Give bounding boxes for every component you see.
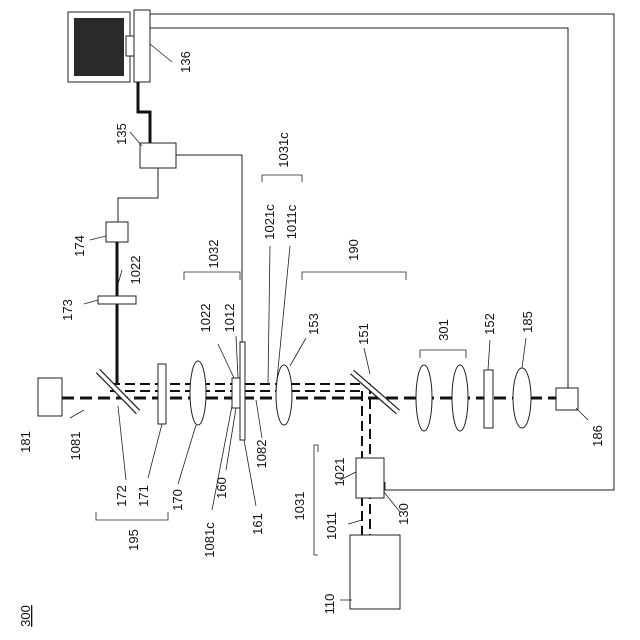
leader-185	[522, 338, 526, 368]
bracket-1032	[184, 272, 240, 280]
label-301: 301	[436, 319, 451, 341]
leader-1082	[256, 400, 262, 438]
label-136: 136	[178, 51, 193, 73]
lens-301-b	[452, 365, 468, 431]
leader-160	[226, 408, 236, 470]
leader-1022a	[118, 270, 122, 284]
lens-301-a	[416, 365, 432, 431]
lens-170	[190, 361, 206, 425]
leader-171	[148, 424, 162, 478]
label-130: 130	[396, 503, 411, 525]
shutter-130	[356, 458, 384, 498]
lens-153	[276, 365, 292, 425]
filter-152	[484, 370, 493, 428]
lens-185	[513, 368, 531, 428]
label-174: 174	[72, 235, 87, 257]
label-135: 135	[114, 123, 129, 145]
label-1031: 1031	[292, 492, 307, 521]
controller-135	[140, 143, 176, 168]
label-1022: 1022	[198, 304, 213, 333]
leader-135	[130, 132, 142, 146]
light-source-110	[350, 535, 400, 609]
leader-186	[576, 408, 588, 420]
label-181: 181	[18, 431, 33, 453]
label-190: 190	[346, 239, 361, 261]
leader-136	[150, 44, 172, 62]
sample-160	[232, 378, 240, 408]
label-1011c: 1011c	[284, 204, 299, 239]
label-110: 110	[322, 594, 337, 615]
label-170: 170	[170, 489, 185, 511]
bracket-190	[302, 272, 406, 280]
label-1032: 1032	[206, 240, 221, 269]
label-1081: 1081	[68, 432, 83, 461]
bracket-195	[96, 512, 168, 520]
leader-1081	[70, 410, 84, 418]
label-161: 161	[250, 513, 265, 535]
label-153: 153	[306, 313, 321, 335]
leader-1021c	[268, 246, 270, 384]
bracket-1031	[314, 445, 318, 555]
bracket-301	[420, 350, 466, 358]
label-152: 152	[482, 313, 497, 335]
detector-174	[106, 222, 128, 242]
signal-line-135-174	[118, 168, 158, 222]
leader-1012	[236, 336, 238, 378]
leader-1022b	[218, 344, 234, 378]
label-160: 160	[214, 477, 229, 499]
leader-170	[178, 425, 196, 484]
leader-151	[364, 348, 370, 374]
leader-172	[118, 406, 126, 480]
label-151: 151	[356, 323, 371, 345]
slide-161	[240, 342, 245, 440]
label-1021c: 1021c	[262, 204, 277, 240]
leader-173	[84, 300, 98, 304]
label-172: 172	[114, 485, 129, 507]
monitor-screen	[74, 18, 124, 76]
label-1021: 1021	[332, 458, 347, 487]
label-1081c: 1081c	[202, 522, 217, 558]
filter-171	[158, 364, 166, 424]
label-195: 195	[126, 529, 141, 551]
label-173: 173	[60, 299, 75, 321]
leader-1011	[348, 520, 362, 524]
figure-label-300: 300	[18, 605, 33, 627]
cable-136-135	[138, 82, 150, 145]
label-1082: 1082	[254, 440, 269, 469]
label-1022-fiber: 1022	[128, 256, 143, 285]
detector-181	[38, 378, 62, 416]
label-1011: 1011	[324, 512, 339, 540]
label-171: 171	[136, 485, 151, 507]
computer-unit	[134, 10, 150, 82]
bracket-1031c	[262, 175, 302, 182]
label-186: 186	[590, 425, 605, 447]
computer-136	[68, 10, 150, 82]
leader-174	[90, 236, 106, 240]
label-1031c: 1031c	[276, 132, 291, 168]
label-185: 185	[520, 311, 535, 333]
leader-153	[290, 338, 306, 366]
leader-152	[488, 340, 490, 370]
label-1012: 1012	[222, 304, 237, 333]
filter-173	[98, 296, 136, 304]
detector-186	[556, 388, 578, 410]
